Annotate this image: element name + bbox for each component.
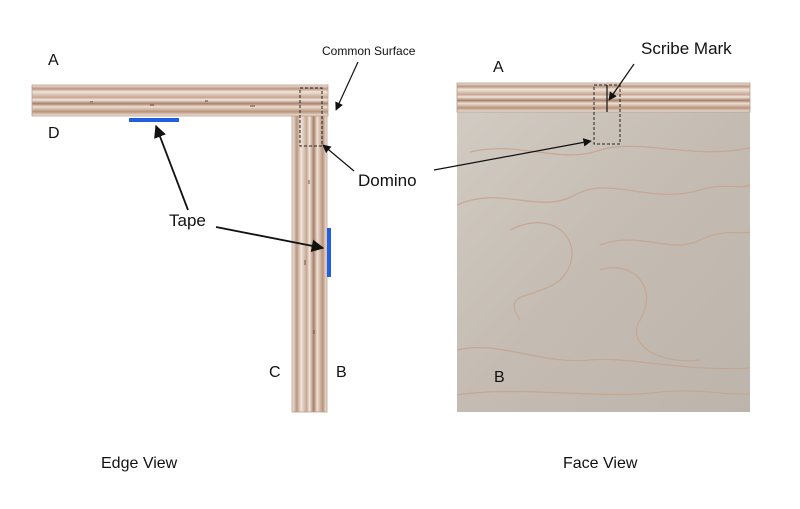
vertical-panel — [291, 115, 328, 413]
wood-grain — [456, 145, 751, 396]
face-edge-strip — [456, 82, 751, 113]
face-label-a: A — [493, 59, 504, 76]
tape-strip-vertical — [327, 228, 331, 277]
edge-label-d: D — [48, 125, 60, 142]
edge-label-b: B — [336, 364, 347, 381]
arrow-scribe-mark — [608, 63, 635, 101]
face-panel — [457, 112, 750, 412]
face-view — [433, 63, 751, 412]
arrow-common-surface — [335, 61, 359, 111]
arrow-domino-face — [433, 138, 592, 171]
face-label-b: B — [494, 369, 505, 386]
scribe-mark-label: Scribe Mark — [641, 39, 732, 58]
face-view-caption: Face View — [563, 455, 638, 472]
arrow-domino-edge — [322, 144, 355, 172]
tape-label: Tape — [169, 211, 206, 230]
edge-label-c: C — [269, 364, 281, 381]
horizontal-panel — [31, 84, 329, 117]
edge-view-caption: Edge View — [101, 455, 178, 472]
common-surface-label: Common Surface — [322, 44, 416, 58]
tape-strip-horizontal — [129, 118, 179, 122]
domino-outline-edge — [299, 87, 323, 147]
domino-label: Domino — [358, 171, 417, 190]
ply-texture — [90, 100, 255, 107]
edge-label-a: A — [48, 52, 59, 69]
arrow-tape-horizontal — [154, 124, 189, 211]
edge-view — [31, 61, 359, 413]
arrow-tape-vertical — [215, 226, 325, 252]
